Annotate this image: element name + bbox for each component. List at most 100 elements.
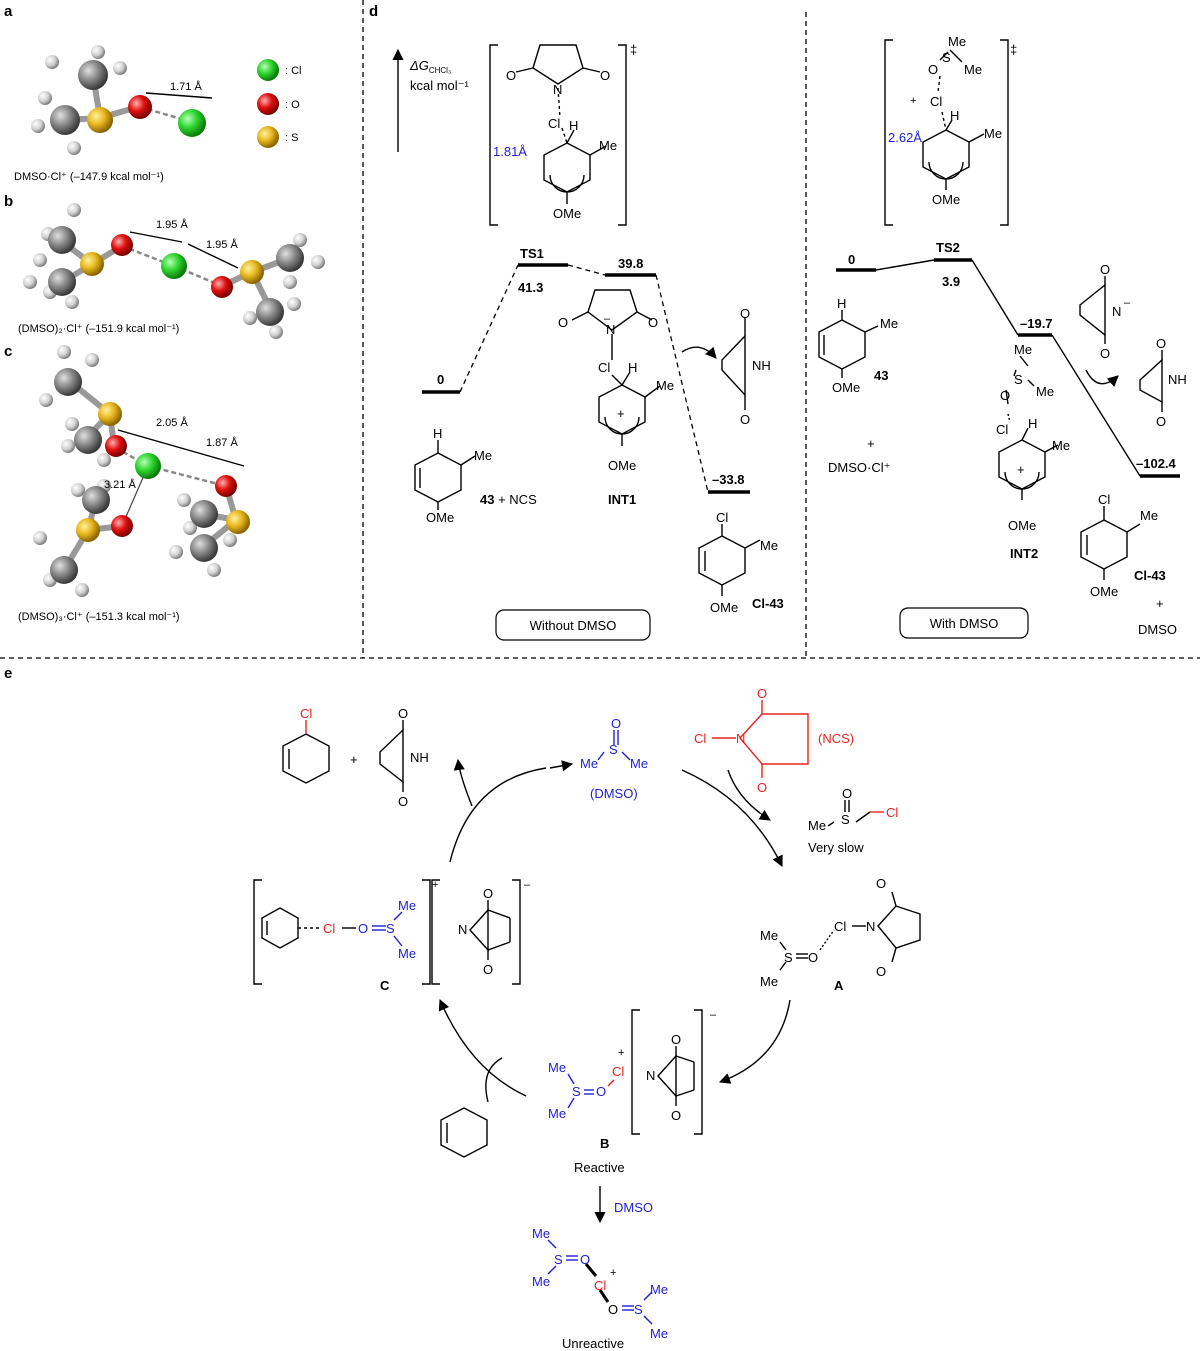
left-p-me: Me <box>760 538 778 553</box>
u-me-3: Me <box>650 1282 668 1297</box>
right-ts-energy: 3.9 <box>942 274 960 289</box>
c-s: S <box>386 921 395 936</box>
succ-left-o2: O <box>740 412 750 427</box>
panel-c-caption: (DMSO)₃·Cl⁺ (–151.3 kcal mol⁻¹) <box>18 611 180 623</box>
c-n: N <box>458 922 467 937</box>
int2-me-right: Me <box>1036 384 1054 399</box>
ts2-me: Me <box>984 126 1002 141</box>
a-o: O <box>808 950 818 965</box>
succ-left-nh: NH <box>752 358 771 373</box>
ts1-cl: Cl <box>548 116 560 131</box>
a-n: N <box>866 919 875 934</box>
b-o: O <box>596 1084 606 1099</box>
panel-label-c: c <box>4 343 12 360</box>
int2-me: Me <box>1052 438 1070 453</box>
panel-separators <box>0 0 1200 659</box>
u-me-4: Me <box>650 1326 668 1341</box>
panel-b-distance-1: 1.95 Å <box>156 218 188 231</box>
side-cl: Cl <box>886 805 898 820</box>
energy-profile-right <box>836 258 1180 478</box>
legend-o: : O <box>285 99 300 111</box>
succ-right-o2: O <box>1156 414 1166 429</box>
chlorobenzene-cl: Cl <box>300 706 312 721</box>
with-dmso-label: With DMSO <box>930 616 999 631</box>
a-o2: O <box>876 964 886 979</box>
right-product-extra: DMSO <box>1138 622 1177 637</box>
int1-n: N <box>606 322 615 337</box>
b-me-top: Me <box>548 1060 566 1075</box>
chlorobenzene-product <box>282 720 330 784</box>
succ-e-o2: O <box>398 794 408 809</box>
succinimide-anion-right <box>1079 276 1106 344</box>
panel-c-molecule <box>33 345 250 597</box>
int1-plus: + <box>617 406 625 421</box>
c-minus: – <box>524 879 531 891</box>
succ-left-o1: O <box>740 306 750 321</box>
succinimide-left <box>721 318 746 410</box>
u-me-1: Me <box>532 1226 550 1241</box>
succinimide-right <box>1139 350 1163 412</box>
right-r-ome: OMe <box>832 380 860 395</box>
u-o-2: O <box>608 1302 618 1317</box>
succ-right-o1: O <box>1156 336 1166 351</box>
b-cl: Cl <box>612 1064 624 1079</box>
c-me-bottom: Me <box>398 946 416 961</box>
unreactive-complex <box>547 1239 653 1325</box>
legend-s: : S <box>285 132 298 144</box>
legend-cl: : Cl <box>285 65 302 77</box>
right-plus: + <box>867 436 875 451</box>
succ-anion-minus: – <box>1124 297 1131 309</box>
left-ts-label: TS1 <box>520 246 544 261</box>
ncs-o2: O <box>757 780 767 795</box>
int1-cl: Cl <box>598 360 610 375</box>
dmso-label: (DMSO) <box>590 786 638 801</box>
right-int-energy: –19.7 <box>1020 316 1053 331</box>
dmso-s: S <box>609 742 618 757</box>
succ-anion-o2: O <box>1100 346 1110 361</box>
ts2-dagger: ‡ <box>1010 42 1017 57</box>
u-me-2: Me <box>532 1274 550 1289</box>
a-me-bottom: Me <box>760 974 778 989</box>
c-o2: O <box>483 962 493 977</box>
panel-label-b: b <box>4 193 13 210</box>
atom-legend <box>257 59 279 148</box>
panel-a-distance: 1.71 Å <box>170 80 202 93</box>
succ-right-nh: NH <box>1168 372 1187 387</box>
ncs-label: (NCS) <box>818 731 854 746</box>
c-me-top: Me <box>398 898 416 913</box>
right-start-energy: 0 <box>848 252 855 267</box>
a-cl: Cl <box>834 919 846 934</box>
reactant-43-left <box>414 440 476 510</box>
c-o: O <box>358 921 368 936</box>
dmso-o: O <box>611 716 621 731</box>
very-slow-label: Very slow <box>808 840 864 855</box>
product-cl43-left <box>698 524 761 596</box>
ts2-structure <box>884 39 1009 226</box>
a-s: S <box>784 950 793 965</box>
panel-b-molecule <box>23 203 325 339</box>
reactant-43-right <box>818 310 879 378</box>
ts2-distance: 2.62Å <box>888 130 922 145</box>
c-cl: Cl <box>323 921 335 936</box>
succinimide-product-e <box>379 720 404 792</box>
int2-o: O <box>1000 388 1010 403</box>
ts1-dagger: ‡ <box>630 42 637 57</box>
panel-b-distance-2: 1.95 Å <box>206 238 238 251</box>
int2-structure <box>998 355 1059 500</box>
int2-ome: OMe <box>1008 518 1036 533</box>
ts1-distance: 1.81Å <box>493 144 527 159</box>
panel-a-molecule <box>31 45 213 155</box>
succ-anion-o1: O <box>1100 262 1110 277</box>
int2-s: S <box>1014 372 1023 387</box>
int2-h: H <box>1028 416 1037 431</box>
ts1-o-left: O <box>506 68 516 83</box>
dmso-arrow-label: DMSO <box>614 1200 653 1215</box>
label-a: A <box>834 978 844 993</box>
side-product-structure <box>827 800 884 827</box>
axis-unit: kcal mol⁻¹ <box>410 78 470 93</box>
dmso-me-right: Me <box>630 756 648 771</box>
without-dmso-label: Without DMSO <box>530 618 617 633</box>
int1-minus: – <box>604 313 611 325</box>
left-p-cl: Cl <box>716 510 728 525</box>
